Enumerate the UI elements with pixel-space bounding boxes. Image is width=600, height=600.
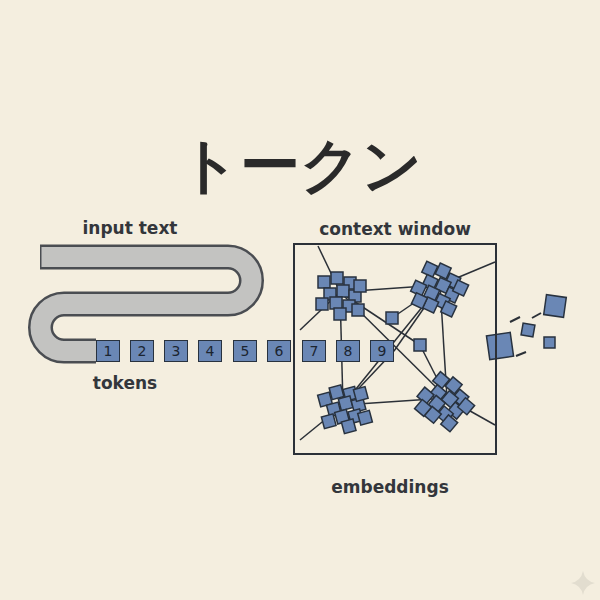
embedding-cluster [315,379,376,438]
embedding-cluster [411,293,427,309]
embedding-cluster [318,276,330,288]
sparkle-mark [571,571,595,595]
token-number: 4 [206,343,215,359]
tube-fill [40,257,251,351]
embedding-cluster [338,396,353,411]
token-box: 3 [164,340,188,362]
token-box: 2 [130,340,154,362]
embedding-cluster [353,387,368,402]
network-lines [300,246,495,440]
token-box: 4 [198,340,222,362]
title-text: トークン [0,129,600,201]
token-number: 8 [344,343,353,359]
token-number: 3 [172,343,181,359]
motion-dashes [516,352,526,356]
token-number: 6 [275,343,284,359]
motion-dashes [510,313,541,356]
network-lines [340,292,420,345]
embedding-cluster [316,272,366,320]
output-squares [521,323,535,337]
embedding-cluster [441,415,458,432]
caption-label: tokens [35,373,215,393]
token-number: 2 [138,343,147,359]
token-number: 1 [104,343,113,359]
caption-label: input text [40,218,220,238]
embedding-cluster [458,398,475,415]
embedding-cluster [334,308,346,320]
embedding-cluster [410,367,480,437]
output-squares [544,295,567,318]
embedding-cluster [358,410,373,425]
embedding-cluster [321,414,336,429]
token-number: 9 [378,343,387,359]
embedding-cluster [441,301,457,317]
embedding-square [386,312,398,324]
token-box: 1 [96,340,120,362]
embedding-cluster [337,285,349,297]
embedding-cluster [354,280,366,292]
embedding-cluster [316,298,328,310]
tube-outline [40,257,252,351]
embedding-cluster [330,297,342,309]
embedding-cluster [331,272,343,284]
token-box: 6 [267,340,291,362]
embedding-cluster [453,280,469,296]
text-tube [40,257,252,351]
embedding-cluster [352,304,364,316]
caption-label: embeddings [290,477,490,497]
embedding-cluster [415,399,432,416]
motion-dashes [510,317,520,322]
embedding-cluster [406,257,472,323]
output-squares [486,332,513,359]
token-box: 9 [370,340,394,362]
output-squares [544,337,555,348]
output-squares [486,295,566,360]
token-number: 7 [310,343,319,359]
token-number: 5 [241,343,250,359]
embedding-cluster [341,419,356,434]
token-box: 7 [302,340,326,362]
embedding-square [414,339,426,351]
box-heading: context window [255,219,535,239]
context-window-box: context window789 [293,243,497,455]
network-lines [394,285,440,351]
motion-dashes [532,313,541,318]
token-box: 8 [336,340,360,362]
token-box: 5 [233,340,257,362]
